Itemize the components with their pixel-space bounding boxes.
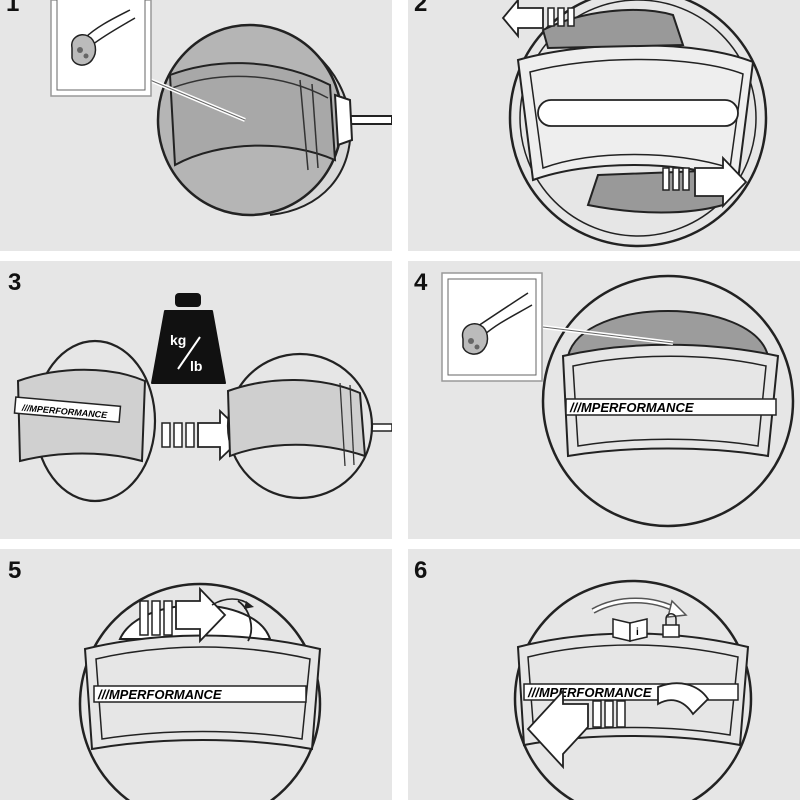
- step-6-badge-text: ///MPERFORMANCE: [527, 685, 652, 700]
- lock-icon: [662, 613, 680, 638]
- step-1-panel: 1: [0, 0, 392, 251]
- step-4-number: 4: [414, 269, 428, 296]
- step-5-illustration: ///MPERFORMANCE: [78, 582, 322, 800]
- step-4-illustration: ///MPERFORMANCE: [441, 272, 795, 528]
- slide-arrow-icon: [139, 586, 254, 644]
- weight-icon: kg lb: [151, 293, 226, 384]
- step-1-illustration: [50, 0, 392, 217]
- pull-arrow-icon: [501, 0, 575, 39]
- step-4-badge-text: ///MPERFORMANCE: [569, 400, 694, 415]
- step-6-illustration: ///MPERFORMANCE i: [513, 579, 753, 800]
- step-2-illustration: [501, 0, 768, 248]
- step-3-illustration: ///MPERFORMANCE kg lb: [13, 293, 392, 503]
- step-5-badge-text: ///MPERFORMANCE: [97, 687, 222, 702]
- step-4-panel: 4 ///MPERFORMANCE: [408, 261, 800, 539]
- step-1-number: 1: [6, 0, 20, 17]
- step-6-number: 6: [414, 557, 428, 584]
- weight-label-top: kg: [170, 332, 186, 348]
- step-2-panel: 2: [408, 0, 800, 251]
- step-5-number: 5: [8, 557, 22, 584]
- step-3-number: 3: [8, 269, 22, 296]
- book-info-icon: i: [612, 618, 648, 642]
- svg-text:i: i: [636, 627, 639, 638]
- step-3-panel: 3 ///MPERFORMANCE kg lb: [0, 261, 392, 539]
- remove-arrow-icon: [526, 682, 710, 770]
- push-arrow-icon: [662, 155, 748, 209]
- hand-cleaning-icon: [71, 9, 136, 66]
- step-6-panel: 6 ///MPERFORMANCE i: [408, 549, 800, 800]
- weight-label-bottom: lb: [190, 358, 202, 374]
- hand-cleaning-icon: [461, 292, 533, 355]
- step-2-number: 2: [414, 0, 428, 17]
- step-5-panel: 5 ///MPERFORMANCE: [0, 549, 392, 800]
